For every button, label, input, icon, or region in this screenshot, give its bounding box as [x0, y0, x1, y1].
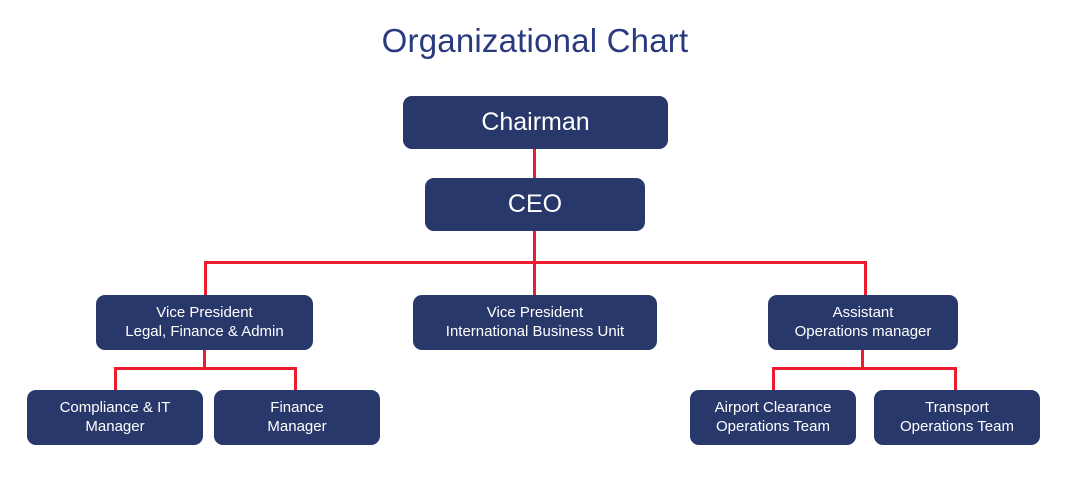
org-node-vp-legal-line1: Vice President: [156, 304, 253, 322]
org-node-ceo[interactable]: CEO: [425, 178, 645, 231]
org-node-chairman-line1: Chairman: [481, 108, 590, 137]
org-node-vp-intl-line1: Vice President: [486, 304, 584, 322]
org-node-compliance-line2: Manager: [85, 417, 145, 435]
page-title: Organizational Chart: [381, 22, 689, 59]
connector-to-compliance: [114, 367, 117, 391]
connector-to-transport: [954, 367, 957, 391]
org-node-ceo-line1: CEO: [507, 190, 563, 219]
connector-assistant-operations-bus: [772, 367, 957, 370]
org-node-transport-operations-team[interactable]: Transport Operations Team: [874, 390, 1040, 445]
org-node-finance-line2: Manager: [267, 417, 327, 435]
org-node-vp-legal-line2: Legal, Finance & Admin: [125, 322, 284, 340]
org-node-airport-line1: Airport Clearance: [714, 399, 832, 417]
org-node-compliance-it-manager[interactable]: Compliance & IT Manager: [27, 390, 203, 445]
org-node-airport-clearance-operations-team[interactable]: Airport Clearance Operations Team: [690, 390, 856, 445]
connector-chairman-to-ceo: [533, 148, 536, 179]
connector-to-vp-international: [533, 261, 536, 296]
org-node-compliance-line1: Compliance & IT: [59, 399, 171, 417]
connector-vp-legal-stem: [203, 349, 206, 369]
org-node-chairman[interactable]: Chairman: [403, 96, 668, 149]
org-node-asst-ops-line2: Operations manager: [794, 322, 932, 340]
org-node-asst-ops-line1: Assistant: [832, 304, 894, 322]
connector-to-finance: [294, 367, 297, 391]
org-node-finance-manager[interactable]: Finance Manager: [214, 390, 380, 445]
org-node-vp-intl-line2: International Business Unit: [445, 322, 625, 340]
connector-to-vp-legal: [204, 261, 207, 296]
org-node-vp-legal-finance-admin[interactable]: Vice President Legal, Finance & Admin: [96, 295, 313, 350]
connector-to-assistant-operations: [864, 261, 867, 296]
org-node-vp-international-business-unit[interactable]: Vice President International Business Un…: [413, 295, 657, 350]
org-node-finance-line1: Finance: [270, 399, 324, 417]
org-node-transport-line2: Operations Team: [900, 417, 1014, 435]
connector-vp-legal-bus: [114, 367, 297, 370]
connector-to-airport-clearance: [772, 367, 775, 391]
org-node-assistant-operations-manager[interactable]: Assistant Operations manager: [768, 295, 958, 350]
org-node-transport-line1: Transport: [925, 399, 989, 417]
connector-assistant-operations-stem: [861, 349, 864, 369]
org-node-airport-line2: Operations Team: [716, 417, 830, 435]
